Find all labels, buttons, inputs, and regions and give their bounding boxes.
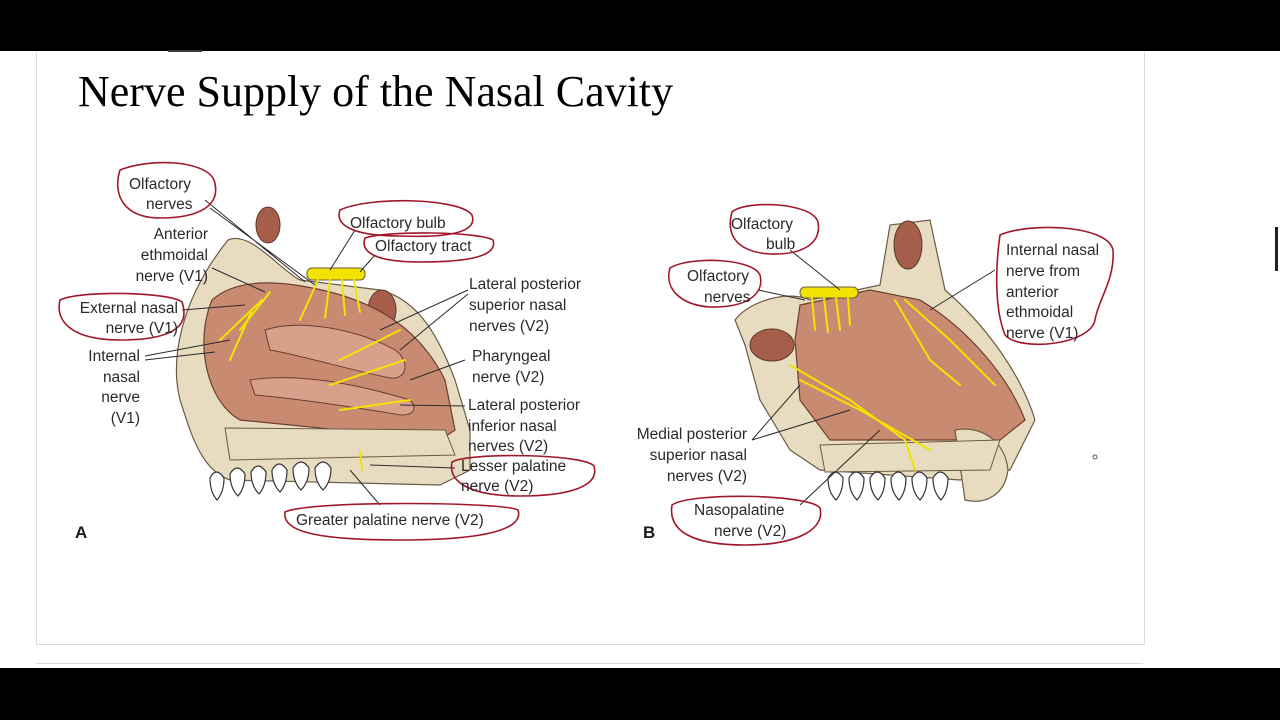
ring-olfactory-tract [363, 232, 495, 263]
bottom-letterbox-bar [0, 668, 1280, 720]
panel-b-illustration [734, 219, 1036, 502]
ring-olfactory-bulb-b [729, 203, 820, 255]
ring-external-nasal [58, 292, 185, 341]
panel-a-letter: A [75, 523, 87, 542]
pen-dot [1092, 454, 1098, 460]
ring-lesser-palatine [450, 454, 596, 497]
label-olfactory-bulb-a: Olfactory bulb [350, 215, 446, 232]
ring-nasopalatine [670, 495, 822, 546]
tab-indicator [168, 50, 202, 52]
panel-b-annotation-rings [668, 203, 1114, 546]
ring-olfactory-nerves-a [116, 161, 217, 219]
scrollbar-thumb[interactable] [1275, 227, 1278, 271]
slide-title: Nerve Supply of the Nasal Cavity [78, 67, 674, 116]
panel-a-annotation-rings [58, 161, 596, 541]
label-olfactory-tract: Olfactory tract [375, 238, 472, 255]
ring-greater-palatine [284, 502, 520, 541]
ring-olfactory-nerves-b [668, 259, 762, 308]
next-slide-edge [36, 663, 1143, 672]
ring-internal-nasal-from-ae [995, 226, 1114, 346]
panel-a-illustration [175, 206, 471, 501]
panel-a-leader-lines [144, 199, 469, 506]
panel-b-letter: B [643, 523, 655, 542]
top-letterbox-bar [0, 0, 1280, 51]
label-greater-palatine: Greater palatine nerve (V2) [296, 512, 484, 529]
panel-b-leader-lines [751, 249, 996, 506]
ring-olfactory-bulb-a [338, 199, 474, 238]
